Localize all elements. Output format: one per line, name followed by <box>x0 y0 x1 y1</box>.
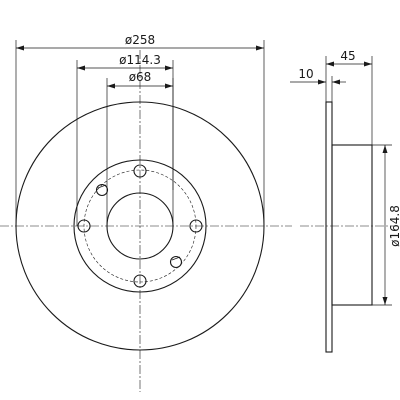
side-hat-section <box>331 144 373 306</box>
hat-circle <box>73 159 207 293</box>
bolt-hole-top <box>133 164 147 178</box>
set-screw-hole-lower <box>169 255 183 269</box>
front-view <box>0 50 292 392</box>
dimension-outer-diameter: ø258 <box>15 33 265 226</box>
bolt-hole-bottom <box>133 274 147 288</box>
hat-diameter-label: ø164.8 <box>388 205 400 247</box>
side-disc-ring <box>325 101 333 353</box>
disc-thickness-label: 10 <box>298 67 313 81</box>
dimension-center-bore: ø68 <box>106 70 174 226</box>
bolt-hole-left <box>77 219 91 233</box>
set-screw-slot-lower <box>171 256 181 261</box>
bolt-hole-right <box>189 219 203 233</box>
dimension-total-height: 45 <box>325 49 373 145</box>
dimension-hat-diameter: ø164.8 <box>372 144 400 306</box>
total-height-label: 45 <box>340 49 355 63</box>
side-view <box>300 101 398 353</box>
pcd-label: ø114.3 <box>119 53 161 67</box>
set-screw-slot-upper <box>97 184 107 189</box>
center-bore-label: ø68 <box>129 70 152 84</box>
pitch-circle <box>83 169 197 283</box>
dimension-pcd: ø114.3 <box>76 53 174 226</box>
set-screw-hole-upper <box>95 183 109 197</box>
dimension-disc-thickness: 10 <box>290 67 346 102</box>
outer-diameter-label: ø258 <box>125 33 155 47</box>
